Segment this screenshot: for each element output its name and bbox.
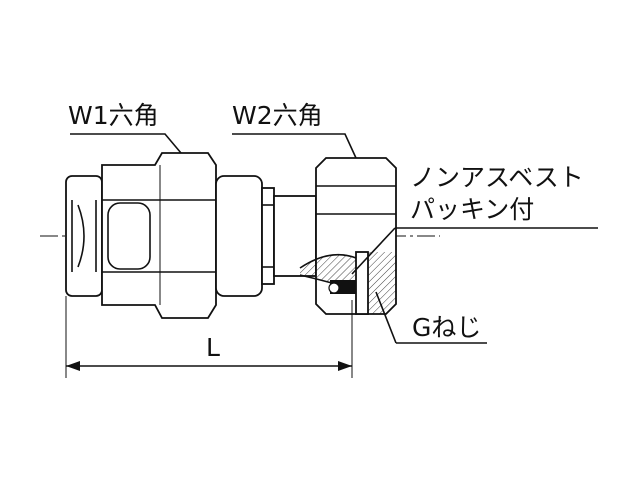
w1-hex-nut xyxy=(101,152,217,319)
packing-label-line1: ノンアスベスト xyxy=(410,163,584,192)
packing-label-line2: パッキン付 xyxy=(410,195,534,224)
w1-hex-label: W1六角 xyxy=(68,101,159,130)
leader-lines xyxy=(70,133,598,344)
middle-body xyxy=(215,175,317,297)
g-thread-label: Gねじ xyxy=(412,313,481,342)
length-label: L xyxy=(206,333,220,362)
w2-hex-label: W2六角 xyxy=(232,101,323,130)
left-end xyxy=(65,175,103,297)
dimension-l xyxy=(65,296,353,378)
